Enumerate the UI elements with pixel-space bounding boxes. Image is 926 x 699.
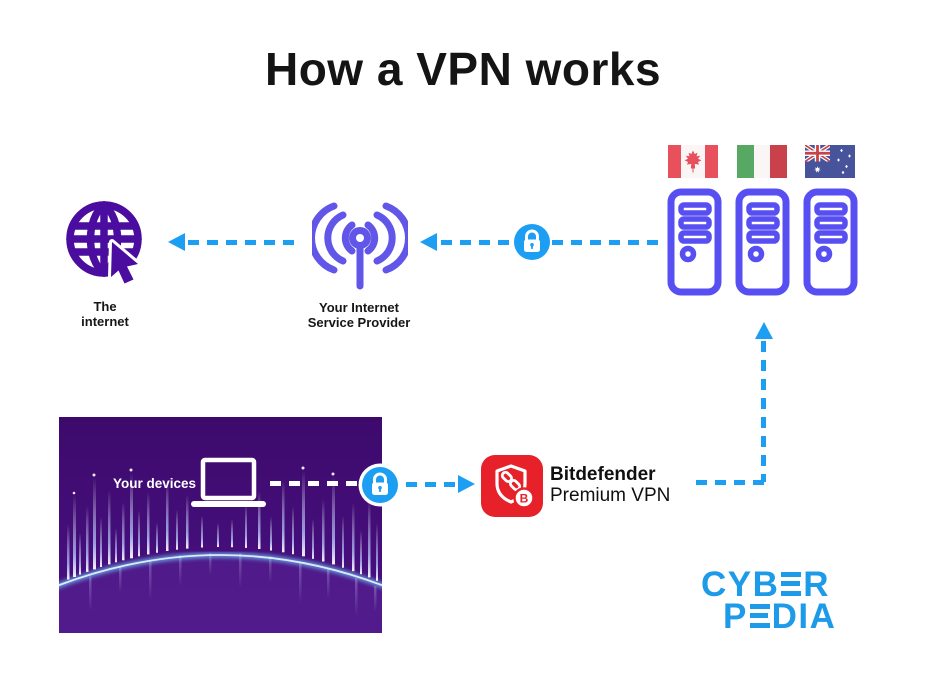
dashed-line-isp-to-internet xyxy=(188,240,300,245)
server-tower-icon xyxy=(803,188,858,296)
page-title: How a VPN works xyxy=(264,43,662,95)
logo-e-glyph xyxy=(749,603,770,628)
isp-label-line2: Service Provider xyxy=(307,315,411,330)
bitdefender-shield-chain-icon: B xyxy=(481,455,543,517)
vpn-brand-name: Bitdefender xyxy=(550,464,656,485)
svg-text:B: B xyxy=(520,492,529,506)
devices-scene-image xyxy=(59,417,382,633)
laptop-icon xyxy=(191,457,266,507)
dashed-line-vpn-to-corner xyxy=(696,480,768,485)
internet-label: The internet xyxy=(44,299,166,329)
arrowhead-to-servers xyxy=(755,322,773,339)
internet-label-line2: internet xyxy=(81,314,129,329)
logo-e-glyph xyxy=(781,571,802,596)
dashed-line-devices-to-lock xyxy=(270,481,362,486)
lock-icon xyxy=(524,229,540,252)
isp-label-line1: Your Internet xyxy=(319,300,399,315)
dashed-line-lock-to-isp xyxy=(441,240,513,245)
isp-label: Your Internet Service Provider xyxy=(288,300,430,330)
italy-flag-icon xyxy=(737,145,787,178)
dashed-line-servers-to-lock xyxy=(552,240,664,245)
vpn-product-label: Bitdefender Premium VPN xyxy=(550,464,670,506)
dashed-line-lock-to-vpn xyxy=(406,482,458,487)
canada-flag-icon xyxy=(668,145,718,178)
internet-label-line1: The xyxy=(93,299,117,314)
server-tower-icon xyxy=(667,188,722,296)
dashed-line-vertical-to-servers xyxy=(761,341,766,482)
server-tower-icon xyxy=(735,188,790,296)
lock-icon xyxy=(372,472,388,495)
australia-flag-icon xyxy=(805,145,855,178)
devices-label: Your devices xyxy=(112,476,196,491)
globe-with-cursor-icon xyxy=(66,201,142,287)
encryption-lock-bottom xyxy=(362,467,398,503)
arrowhead-to-vpn xyxy=(458,475,475,493)
vpn-product-name: Premium VPN xyxy=(550,485,671,506)
arrowhead-to-internet xyxy=(168,233,185,251)
encryption-lock-top xyxy=(514,224,550,260)
arrowhead-to-isp xyxy=(420,233,437,251)
antenna-signal-icon xyxy=(312,202,408,290)
